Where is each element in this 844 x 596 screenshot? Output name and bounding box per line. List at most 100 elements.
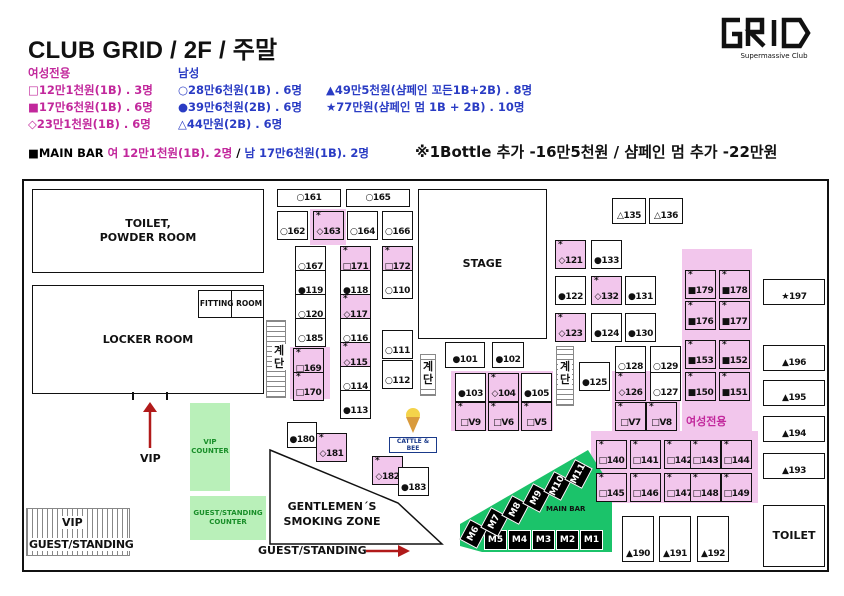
- table-149[interactable]: *□149: [721, 473, 752, 502]
- table-195[interactable]: ▲195: [763, 380, 825, 406]
- table-122[interactable]: ●122: [555, 276, 586, 305]
- table-label: ○129: [652, 362, 679, 372]
- table-133[interactable]: ●133: [591, 240, 622, 269]
- table-112[interactable]: ○112: [382, 360, 413, 389]
- table-193[interactable]: ▲193: [763, 453, 825, 479]
- table-label: ★197: [781, 292, 807, 302]
- table-marker: *: [688, 372, 693, 382]
- table-163[interactable]: *◇163: [313, 211, 344, 240]
- table-190[interactable]: ▲190: [622, 516, 654, 562]
- table-151[interactable]: *■151: [719, 372, 750, 401]
- table-179[interactable]: *■179: [685, 270, 716, 299]
- table-165[interactable]: ○165: [346, 189, 410, 207]
- table-label: ◇163: [316, 227, 341, 237]
- table-142[interactable]: *□142: [664, 440, 695, 469]
- table-170[interactable]: *□170: [293, 372, 324, 401]
- table-label: ▲192: [700, 549, 726, 559]
- table-136[interactable]: △136: [649, 198, 683, 224]
- main-bar-seat-m3[interactable]: M3: [532, 530, 555, 550]
- table-141[interactable]: *□141: [630, 440, 661, 469]
- table-marker: *: [491, 402, 496, 412]
- table-152[interactable]: *■152: [719, 340, 750, 369]
- table-103[interactable]: ●103: [455, 373, 486, 402]
- table-194[interactable]: ▲194: [763, 416, 825, 442]
- table-101[interactable]: ●101: [445, 342, 485, 368]
- table-177[interactable]: *■177: [719, 301, 750, 330]
- table-marker: *: [599, 440, 604, 450]
- table-147[interactable]: *□147: [664, 473, 695, 502]
- table-label: □172: [384, 262, 411, 272]
- vip-arrow-icon: [143, 402, 157, 448]
- table-166[interactable]: ○166: [382, 211, 413, 240]
- table-121[interactable]: *◇121: [555, 240, 586, 269]
- table-marker: *: [599, 473, 604, 483]
- table-105[interactable]: ●105: [521, 373, 552, 402]
- table-164[interactable]: ○164: [347, 211, 378, 240]
- table-marker: *: [667, 440, 672, 450]
- main-bar-seat-m4[interactable]: M4: [508, 530, 531, 550]
- table-111[interactable]: ○111: [382, 330, 413, 359]
- guest-entry-label: GUEST/STANDING: [28, 538, 135, 551]
- table-192[interactable]: ▲192: [697, 516, 729, 562]
- table-125[interactable]: ●125: [579, 362, 610, 391]
- table-148[interactable]: *□148: [690, 473, 721, 502]
- table-marker: *: [724, 440, 729, 450]
- table-label: ●124: [593, 329, 620, 339]
- table-146[interactable]: *□146: [630, 473, 661, 502]
- table-145[interactable]: * □145: [596, 473, 627, 502]
- table-185[interactable]: ○185: [295, 318, 326, 347]
- table-130[interactable]: ●130: [625, 313, 656, 342]
- table-label: □145: [598, 489, 625, 499]
- table-162[interactable]: ○162: [277, 211, 308, 240]
- table-181[interactable]: *◇181: [316, 433, 347, 462]
- logo-subtitle: Supermassive Club: [740, 52, 808, 60]
- table-183[interactable]: ●183: [398, 467, 429, 496]
- table-V6[interactable]: *□V6: [488, 402, 519, 431]
- table-126[interactable]: *◇126: [615, 372, 646, 401]
- table-marker: *: [618, 372, 623, 382]
- stairs-label: 계 단: [272, 344, 286, 370]
- table-150[interactable]: *■150: [685, 372, 716, 401]
- table-144[interactable]: *□144: [721, 440, 752, 469]
- table-123[interactable]: *◇123: [555, 313, 586, 342]
- table-197[interactable]: ★197: [763, 279, 825, 305]
- grid-logo: Supermassive Club: [721, 17, 811, 60]
- table-131[interactable]: ●131: [625, 276, 656, 305]
- table-128[interactable]: ○128: [615, 346, 646, 375]
- female-zone-label: 여성전용: [686, 415, 727, 428]
- main-bar-seat-m5[interactable]: M5: [484, 530, 507, 550]
- table-V8[interactable]: *□V8: [646, 402, 677, 431]
- main-bar-seat-m1[interactable]: M1: [580, 530, 603, 550]
- table-marker: *: [343, 246, 348, 256]
- table-129[interactable]: ○129: [650, 346, 681, 375]
- table-V9[interactable]: *□V9: [455, 402, 486, 431]
- table-113[interactable]: ●113: [340, 390, 371, 419]
- table-178[interactable]: *■178: [719, 270, 750, 299]
- main-bar-seat-m2[interactable]: M2: [556, 530, 579, 550]
- table-marker: *: [693, 473, 698, 483]
- table-135[interactable]: △135: [612, 198, 646, 224]
- table-127[interactable]: ○127: [650, 372, 681, 401]
- table-label: ●183: [400, 483, 427, 493]
- table-124[interactable]: ●124: [591, 313, 622, 342]
- table-196[interactable]: ▲196: [763, 345, 825, 371]
- table-143[interactable]: *□143: [690, 440, 721, 469]
- table-102[interactable]: ●102: [492, 342, 524, 368]
- table-V5[interactable]: *□V5: [521, 402, 552, 431]
- table-153[interactable]: *■153: [685, 340, 716, 369]
- table-132[interactable]: *◇132: [591, 276, 622, 305]
- table-180[interactable]: ●180: [287, 422, 317, 448]
- table-104[interactable]: *◇104: [488, 373, 519, 402]
- table-label: ●131: [627, 292, 654, 302]
- table-label: ●118: [342, 286, 369, 296]
- table-label: ▲191: [662, 549, 688, 559]
- table-161[interactable]: ○161: [277, 189, 341, 207]
- table-176[interactable]: *■176: [685, 301, 716, 330]
- legend-mainbar: ■MAIN BAR 여 12만1천원(1B). 2명 / 남 17만6천원(1B…: [28, 145, 369, 162]
- table-V7[interactable]: *□V7: [615, 402, 646, 431]
- table-label: □170: [295, 388, 322, 398]
- table-110[interactable]: ○110: [382, 270, 413, 299]
- table-191[interactable]: ▲191: [659, 516, 691, 562]
- table-140[interactable]: *□140: [596, 440, 627, 469]
- legend-female-item: ◇23만1천원(1B) . 6명: [28, 117, 151, 131]
